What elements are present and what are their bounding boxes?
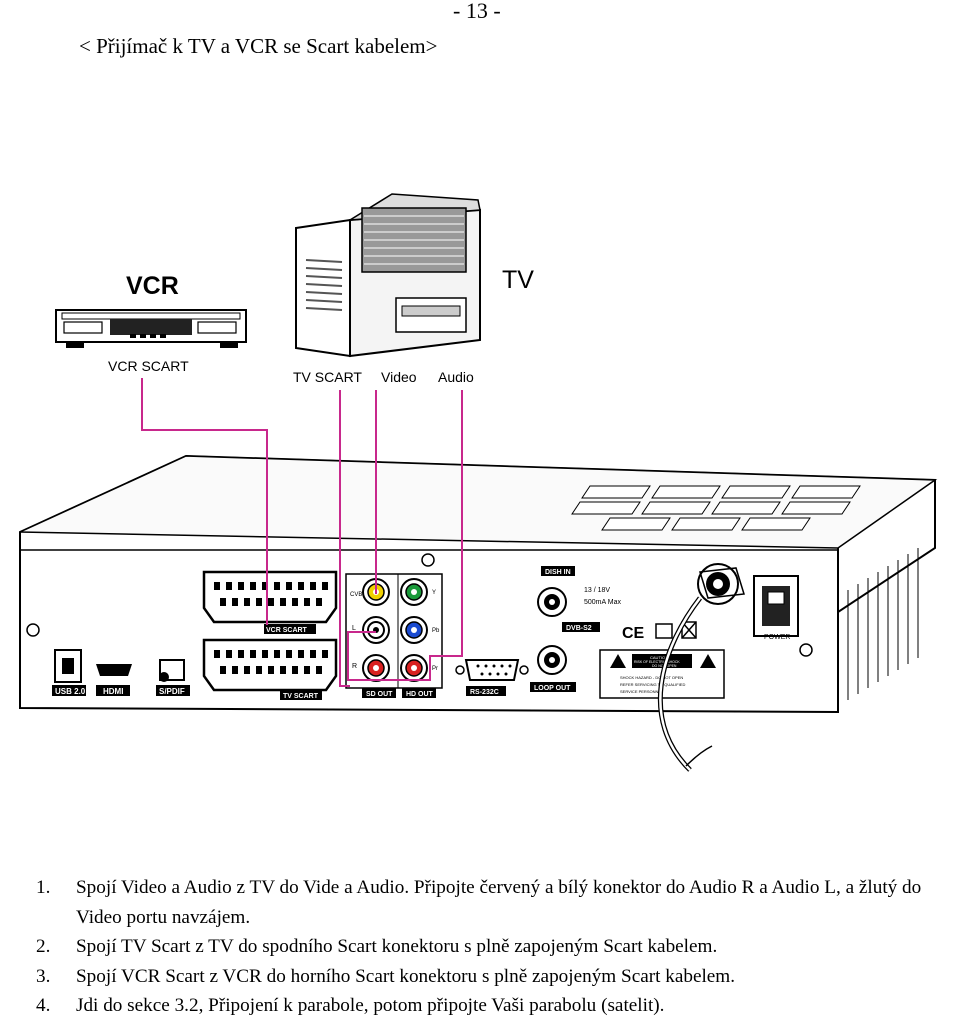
vcr-scart-label: VCR SCART: [108, 358, 189, 374]
rs232c-label: RS-232C: [470, 689, 499, 696]
caution-label: CAUTION: [650, 655, 668, 660]
usb-label: USB 2.0: [55, 687, 86, 696]
connection-diagram: VCR VCR SCART TV: [19, 193, 938, 772]
instruction-text: Spojí TV Scart z TV do spodního Scart ko…: [76, 936, 718, 957]
vcr-scart-port-label: VCR SCART: [266, 627, 308, 634]
shock-label: SHOCK HAZARD - DO NOT OPEN: [620, 675, 683, 680]
pr-label: Pr: [432, 666, 438, 672]
instruction-item: 4. Jdi do sekce 3.2, Připojení k parabole…: [36, 991, 960, 1021]
instruction-number: 4.: [36, 995, 51, 1016]
instruction-text: Jdi do sekce 3.2, Připojení k parabole, …: [76, 995, 665, 1016]
instruction-item: 1. Spojí Video a Audio z TV do Vide a Aud…: [36, 873, 960, 932]
sd-out-label: SD OUT: [366, 691, 393, 698]
pb-label: Pb: [432, 628, 440, 634]
page-heading: < Přijímač k TV a VCR se Scart kabelem>: [79, 34, 438, 58]
receiver-back-panel: USB 2.0 HDMI S/PDIF VCR SCART TV SCART C…: [19, 454, 938, 772]
video-label: Video: [381, 369, 417, 385]
cable-tv-scart: [339, 390, 350, 687]
spdif-label: S/PDIF: [159, 687, 185, 696]
power-spec-label: 13 / 18V: [584, 587, 610, 594]
instruction-item: 2. Spojí TV Scart z TV do spodního Scart …: [36, 932, 960, 962]
tv-device: TV TV SCART Video Audio: [293, 193, 534, 385]
instruction-item: 3. Spojí VCR Scart z VCR do horního Scart…: [36, 962, 960, 992]
tv-title: TV: [502, 266, 534, 294]
connection-cables: [141, 378, 463, 687]
page-number: - 13 -: [453, 0, 501, 23]
caution2-label: RISK OF ELECTRIC SHOCK: [634, 660, 680, 664]
instruction-number: 1.: [36, 877, 51, 898]
rca-y-green: [400, 578, 428, 606]
hdmi-label: HDMI: [103, 687, 123, 696]
cable-audio: [347, 390, 463, 681]
rca-audio-white: [362, 616, 390, 644]
dish-in-label: DISH IN: [545, 569, 571, 576]
instruction-number: 2.: [36, 936, 51, 957]
svg-text:CE: CE: [622, 625, 645, 642]
rca-pr-red: [400, 654, 428, 682]
l-label: L: [352, 625, 356, 632]
vcr-title: VCR: [126, 272, 179, 300]
instruction-text: Spojí VCR Scart z VCR do horního Scart k…: [76, 965, 736, 987]
power-spec2-label: 500mA Max: [584, 599, 621, 606]
tv-scart-label: TV SCART: [293, 369, 362, 385]
tv-scart-port-label: TV SCART: [283, 693, 319, 700]
audio-label: Audio: [438, 369, 474, 385]
cvbs-label: CVBS: [350, 592, 366, 598]
y-label: Y: [432, 590, 436, 596]
cable-vcr-scart: [141, 378, 268, 625]
instruction-number: 3.: [36, 965, 51, 987]
dvb-s2-label: DVB-S2: [566, 625, 592, 632]
power-label: POWER: [764, 634, 790, 641]
rca-pb-blue: [400, 616, 428, 644]
loop-out-label: LOOP OUT: [534, 685, 571, 692]
shock2-label: REFER SERVICING TO QUALIFIED: [620, 682, 685, 687]
instruction-text: Spojí Video a Audio z TV do Vide a Audio…: [76, 877, 922, 928]
rca-audio-red: [362, 654, 390, 682]
instructions-list: 1. Spojí Video a Audio z TV do Vide a Aud…: [36, 873, 960, 1021]
shock3-label: SERVICE PERSONNEL: [620, 689, 664, 694]
r-label: R: [352, 663, 357, 670]
hd-out-label: HD OUT: [406, 691, 434, 698]
vcr-device: VCR VCR SCART: [55, 272, 247, 374]
